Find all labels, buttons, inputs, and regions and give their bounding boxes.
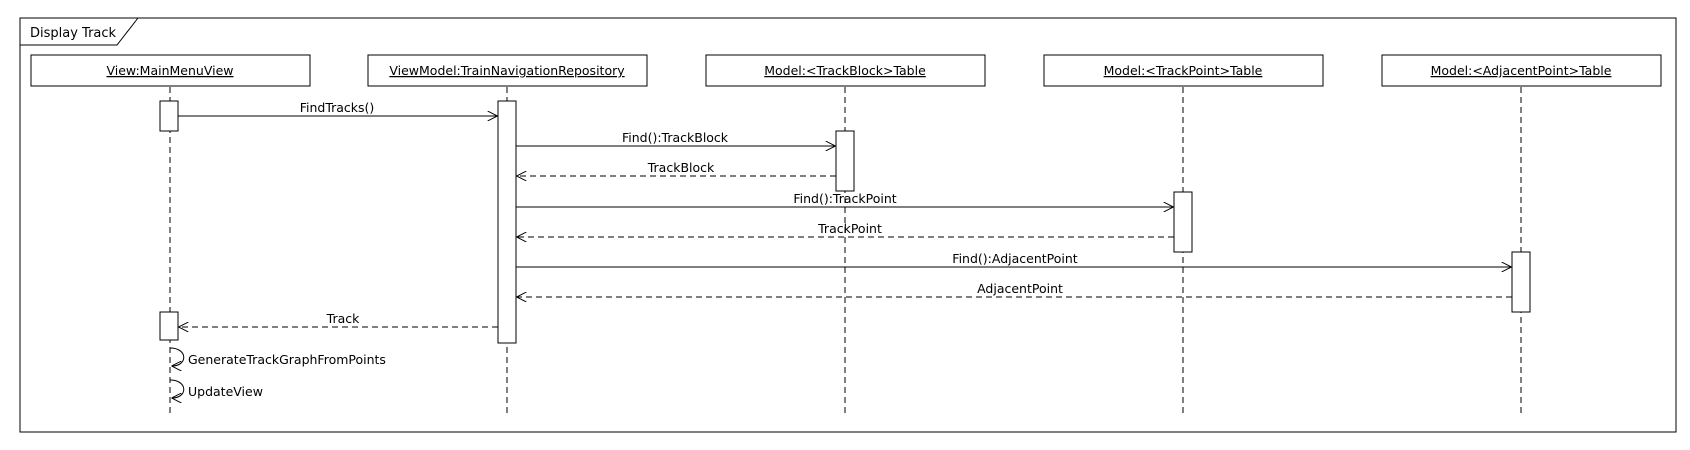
message-label: Find():TrackPoint (793, 191, 896, 206)
message-label: AdjacentPoint (977, 281, 1063, 296)
message-find-adjacent-point: Find():AdjacentPoint (516, 251, 1511, 267)
return-track: Track (179, 311, 498, 327)
message-label: FindTracks() (300, 100, 375, 115)
activation-bar-track-block (835, 130, 855, 192)
message-label: TrackBlock (647, 160, 715, 175)
lifeline-label: ViewModel:TrainNavigationRepository (389, 63, 625, 78)
activation-bar-vm (497, 100, 517, 344)
activation-bar-track-point (1173, 191, 1193, 253)
message-find-tracks: FindTracks() (178, 100, 497, 116)
return-track-block: TrackBlock (517, 160, 836, 176)
lifeline-label: Model:<TrackBlock>Table (764, 63, 926, 78)
return-adjacent-point: AdjacentPoint (517, 281, 1512, 297)
lifeline-label: View:MainMenuView (106, 63, 233, 78)
lifeline-label: Model:<AdjacentPoint>Table (1431, 63, 1612, 78)
self-message-generate-track-graph: GenerateTrackGraphFromPoints (169, 347, 386, 367)
message-label: Find():TrackBlock (622, 130, 729, 145)
message-find-track-point: Find():TrackPoint (516, 191, 1173, 207)
self-message-update-view: UpdateView (169, 379, 263, 399)
return-track-point: TrackPoint (517, 221, 1174, 237)
message-find-track-block: Find():TrackBlock (516, 130, 835, 146)
lifeline-label: Model:<TrackPoint>Table (1104, 63, 1263, 78)
lifeline-adjacent-point-table: Model:<AdjacentPoint>Table (1381, 54, 1662, 416)
lifeline-main-menu-view: View:MainMenuView (30, 54, 311, 416)
message-label: Find():AdjacentPoint (952, 251, 1077, 266)
message-label: Track (326, 311, 360, 326)
message-label: TrackPoint (817, 221, 882, 236)
activation-bar-view-2 (159, 311, 179, 341)
lifeline-track-block-table: Model:<TrackBlock>Table (705, 54, 986, 416)
activation-bar-view-1 (159, 100, 179, 132)
activation-bar-adjacent-point (1511, 251, 1531, 313)
frame-title: Display Track (30, 26, 117, 41)
self-message-label: GenerateTrackGraphFromPoints (188, 352, 386, 367)
lifeline-track-point-table: Model:<TrackPoint>Table (1043, 54, 1324, 416)
self-message-label: UpdateView (188, 384, 263, 399)
diagram-frame: Display Track (19, 17, 1677, 433)
